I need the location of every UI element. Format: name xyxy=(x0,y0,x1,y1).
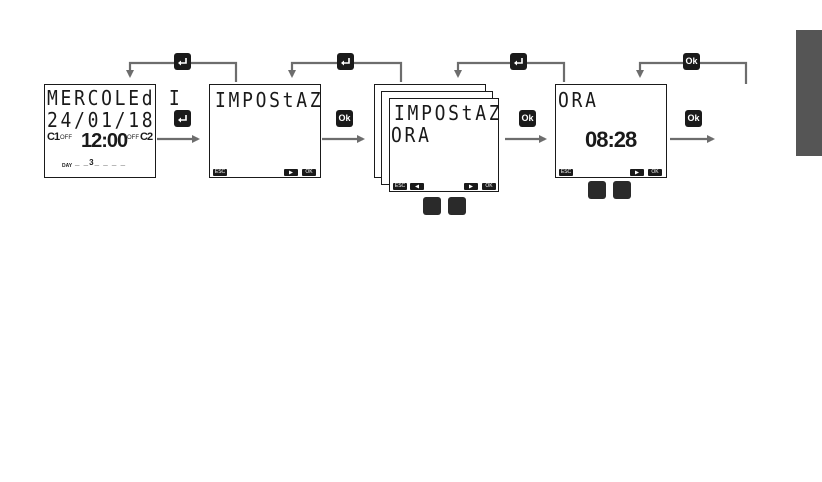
ok-softkey-label: OK xyxy=(482,183,496,190)
channel-c1-label: C1 xyxy=(47,132,59,143)
navigate-button-left xyxy=(423,197,441,215)
right-triangle-icon xyxy=(284,169,298,176)
left-triangle-icon xyxy=(410,183,424,190)
time-setting-display: 08:28 xyxy=(585,129,636,151)
ok-key-icon: Ok xyxy=(685,110,702,127)
right-triangle-icon xyxy=(630,169,644,176)
time-menu-title: ORA xyxy=(558,90,599,110)
enter-key-icon xyxy=(174,110,191,127)
day-value: _ _3_ _ _ _ xyxy=(75,158,126,167)
adjust-button-minus xyxy=(588,181,606,199)
channel-c2-state: OFF xyxy=(127,135,139,141)
ok-key-icon: Ok xyxy=(336,110,353,127)
ok-key-icon: Ok xyxy=(519,110,536,127)
enter-key-icon xyxy=(510,53,527,70)
side-section-tab xyxy=(796,30,822,156)
lcd-screen-date: MERCOLEd I 24/01/18 C1 OFF 12:00 OFF C2 … xyxy=(44,84,156,178)
weekday-text: MERCOLEd I xyxy=(47,88,182,108)
ok-softkey-label: OK xyxy=(648,169,662,176)
esc-softkey-label: ESC xyxy=(559,169,573,176)
menu-title: IMPOStAZ xyxy=(215,90,323,110)
ok-softkey-label: OK xyxy=(302,169,316,176)
lcd-screen-menu: IMPOStAZ ESC OK xyxy=(209,84,321,178)
channel-c2-label: C2 xyxy=(140,132,152,143)
date-text: 24/01/18 xyxy=(47,110,155,130)
esc-softkey-label: ESC xyxy=(213,169,227,176)
day-label: DAY xyxy=(62,163,72,169)
submenu-title: IMPOStAZ xyxy=(394,103,502,123)
lcd-screen-time: ORA 08:28 ESC OK xyxy=(555,84,667,178)
time-display: 12:00 xyxy=(81,131,127,151)
enter-key-icon xyxy=(337,53,354,70)
enter-key-icon xyxy=(174,53,191,70)
submenu-item: ORA xyxy=(391,125,432,145)
lcd-screen-submenu: IMPOStAZ ORA ESC OK xyxy=(389,98,499,192)
navigate-button-right xyxy=(448,197,466,215)
right-triangle-icon xyxy=(464,183,478,190)
channel-c1-state: OFF xyxy=(60,135,72,141)
esc-softkey-label: ESC xyxy=(393,183,407,190)
ok-key-icon: Ok xyxy=(683,53,700,70)
adjust-button-plus xyxy=(613,181,631,199)
